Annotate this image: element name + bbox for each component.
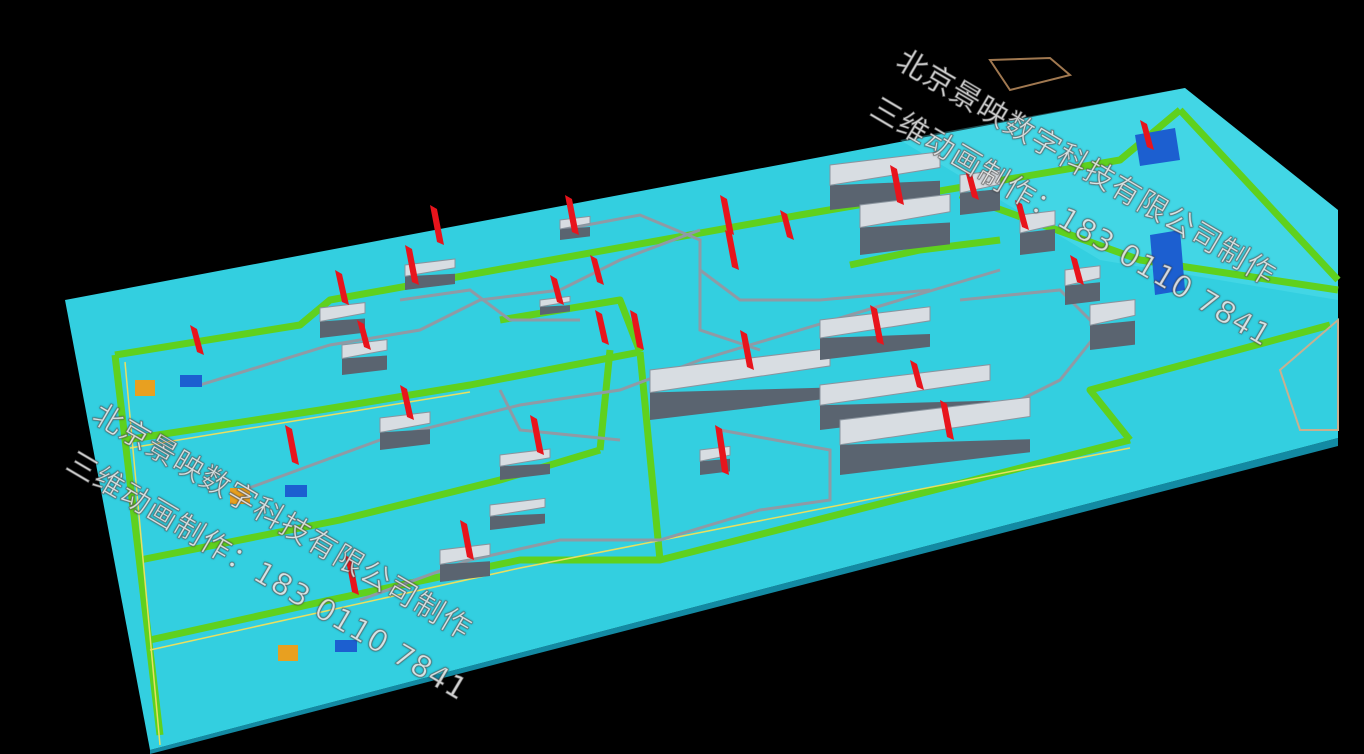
machine-top xyxy=(539,295,571,308)
walkway-edge xyxy=(129,391,471,449)
machine-side xyxy=(1090,320,1135,350)
red-sign xyxy=(357,320,371,350)
machine-side xyxy=(440,561,490,582)
pallet xyxy=(335,640,357,652)
conveyor-path xyxy=(399,288,580,322)
red-sign xyxy=(870,305,884,345)
pallet xyxy=(285,485,307,497)
red-sign xyxy=(910,360,924,390)
machine-side xyxy=(342,355,387,375)
machine-top xyxy=(341,339,388,360)
red-signs xyxy=(190,120,1154,595)
red-sign xyxy=(940,400,954,440)
red-sign xyxy=(1015,200,1029,230)
machine-side xyxy=(650,387,830,420)
walkway-path xyxy=(114,107,1183,359)
conveyor-path xyxy=(199,228,701,387)
machine-side xyxy=(320,318,365,338)
walkway-path xyxy=(1177,107,1341,283)
red-sign xyxy=(285,425,299,465)
walkway-path xyxy=(1086,321,1331,443)
machine-top xyxy=(1064,265,1101,287)
conveyor-path xyxy=(699,268,931,302)
machine-side xyxy=(960,189,1000,215)
red-sign xyxy=(725,230,739,270)
walkway-edge xyxy=(149,447,1131,651)
machine-side xyxy=(820,334,930,360)
machine-top xyxy=(489,497,546,517)
machine-side xyxy=(1065,282,1100,305)
conveyor-path xyxy=(559,213,761,352)
machine-top xyxy=(499,448,551,467)
forklift xyxy=(135,380,155,396)
machine-side xyxy=(560,227,590,240)
walkway-path xyxy=(124,348,641,444)
red-sign xyxy=(780,210,794,240)
red-sign xyxy=(190,325,204,355)
red-sign xyxy=(595,310,609,345)
red-sign xyxy=(965,170,979,200)
conveyor-path xyxy=(359,428,832,602)
stair-structure xyxy=(988,56,1073,92)
walkway-path xyxy=(149,436,1131,644)
machine-side xyxy=(500,463,550,480)
machine-top xyxy=(819,364,991,406)
red-sign xyxy=(1070,255,1084,285)
walkway-path xyxy=(596,349,614,451)
machine-side xyxy=(840,439,1030,475)
floor-highlight xyxy=(900,88,1338,300)
machine-side xyxy=(540,305,570,315)
factory-floor xyxy=(65,88,1338,750)
rack-structure xyxy=(1278,317,1339,431)
red-sign xyxy=(590,255,604,285)
machine-top xyxy=(1019,210,1056,234)
machine-side xyxy=(490,513,545,530)
red-sign xyxy=(550,275,564,305)
forklift xyxy=(230,488,250,504)
red-sign xyxy=(530,415,544,455)
red-sign xyxy=(630,310,644,350)
machine-top xyxy=(1089,299,1136,326)
pallet xyxy=(180,375,202,387)
walkway-path xyxy=(849,236,1001,269)
machine-top xyxy=(859,193,951,229)
machine-side xyxy=(380,429,430,450)
red-sign xyxy=(740,330,754,370)
blue-bin xyxy=(1150,230,1185,295)
machine-side xyxy=(1020,229,1055,255)
red-sign xyxy=(720,195,734,235)
red-sign xyxy=(345,555,359,595)
machine-top xyxy=(404,258,456,277)
red-sign xyxy=(715,425,729,475)
red-sign xyxy=(335,270,349,305)
red-sign xyxy=(460,520,474,560)
red-sign xyxy=(890,165,904,205)
machine-top xyxy=(839,396,1031,446)
red-sign xyxy=(1140,120,1154,150)
walkway-path xyxy=(636,351,664,561)
conveyor-path xyxy=(498,389,621,442)
machine-top xyxy=(319,302,366,323)
machine-side xyxy=(830,180,940,210)
red-sign xyxy=(400,385,414,420)
red-sign xyxy=(565,195,579,235)
floor-side xyxy=(150,438,1338,754)
machine-top xyxy=(379,411,431,434)
red-sign xyxy=(405,245,419,285)
machine-side xyxy=(860,222,950,255)
walkway-path xyxy=(111,354,164,736)
machine-top xyxy=(829,151,941,186)
red-sign xyxy=(430,205,444,245)
walkway-edge xyxy=(124,361,161,746)
forklift xyxy=(278,645,298,661)
